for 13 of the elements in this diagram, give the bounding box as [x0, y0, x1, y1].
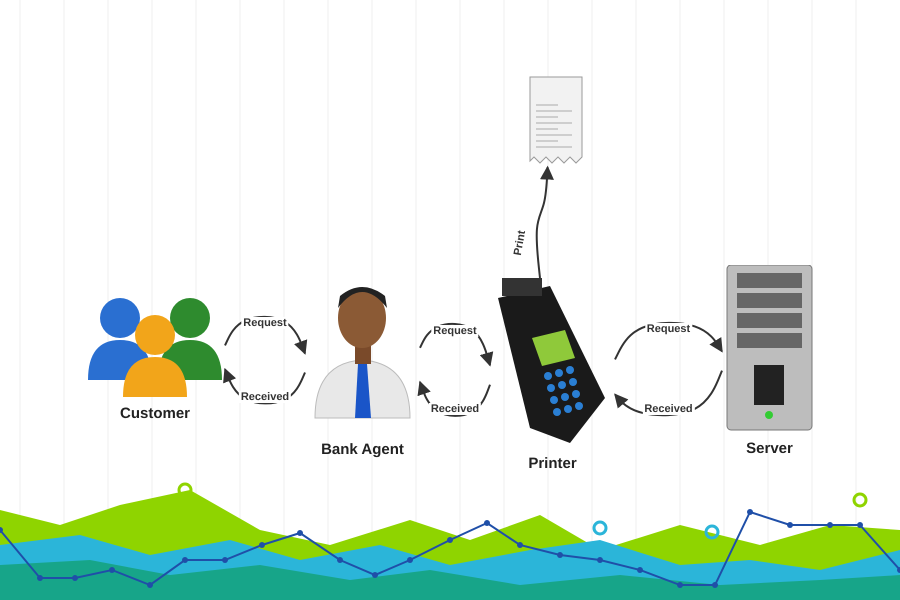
edge-label: Received [238, 390, 292, 403]
node-label: Bank Agent [320, 441, 405, 458]
edge-label: Request [431, 324, 479, 337]
edge-label: Request [241, 317, 289, 330]
node-label: Printer [527, 455, 578, 472]
arrow [614, 322, 723, 360]
edge-label: Received [642, 402, 695, 414]
edge-label: Print [512, 227, 528, 258]
arrow [536, 166, 554, 278]
edge-label: Received [428, 403, 482, 416]
edge-label: Request [644, 323, 692, 336]
node-label: Customer [118, 405, 191, 422]
node-label: Server [745, 440, 794, 457]
